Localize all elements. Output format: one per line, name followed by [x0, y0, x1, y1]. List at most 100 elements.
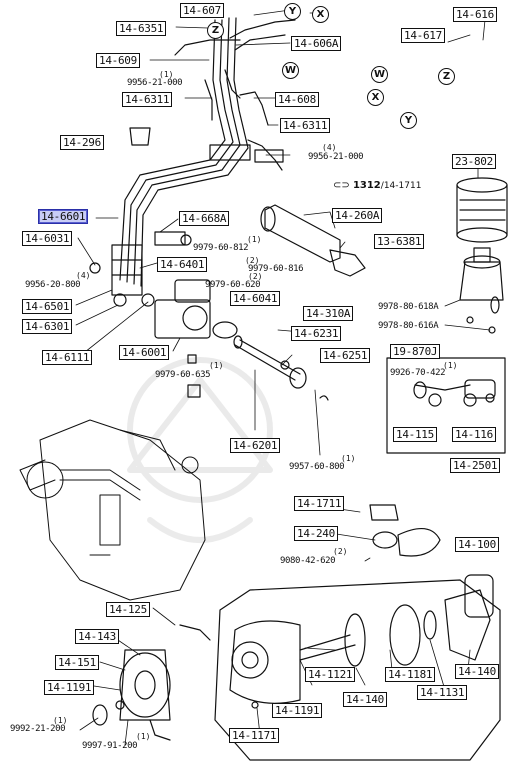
part-label-14-6201[interactable]: 14-6201	[230, 438, 281, 453]
connector-marker-x-right: X	[367, 89, 384, 106]
filter-adapter	[459, 247, 504, 334]
part-label-14-6501[interactable]: 14-6501	[22, 299, 73, 314]
part-label-14-6301[interactable]: 14-6301	[22, 319, 73, 334]
connector-marker-w: W	[282, 62, 299, 79]
fuel-return-pipes	[174, 19, 296, 126]
part-label-14-617[interactable]: 14-617	[401, 28, 445, 43]
part-label-14-6311-upper[interactable]: 14-6311	[122, 92, 173, 107]
injection-pump	[141, 279, 238, 398]
part-number-9979-60-812: 9979-60-812	[193, 243, 249, 253]
part-label-14-115[interactable]: 14-115	[393, 427, 437, 442]
cross-reference-suffix: /14-1711	[380, 181, 422, 191]
part-label-14-609[interactable]: 14-609	[96, 53, 140, 68]
part-number-9978-80-618A: 9978-80-618A	[378, 302, 439, 312]
part-number-9956-20-800: 9956-20-800	[25, 280, 81, 290]
part-number-9978-80-616A: 9978-80-616A	[378, 321, 439, 331]
watermark-emblem	[127, 357, 273, 543]
part-number-9979-60-816: 9979-60-816	[248, 264, 304, 274]
part-label-14-6001[interactable]: 14-6001	[119, 345, 170, 360]
part-number-9956-21-000-top: 9956-21-000	[127, 78, 183, 88]
connector-marker-z: Z	[207, 22, 224, 39]
quantity-note: (1)	[136, 732, 151, 741]
drive-shaft	[233, 335, 329, 401]
part-number-9926-70-422: 9926-70-422	[390, 368, 446, 378]
part-label-14-143[interactable]: 14-143	[75, 629, 119, 644]
quantity-note: (4)	[322, 143, 337, 152]
oil-filter	[456, 177, 508, 243]
part-label-14-1191-left[interactable]: 14-1191	[44, 680, 95, 695]
part-label-14-1181[interactable]: 14-1181	[385, 667, 436, 682]
oil-pump-exploded	[179, 574, 501, 761]
connector-marker-y-right: Y	[400, 112, 417, 129]
part-label-14-1171[interactable]: 14-1171	[229, 728, 280, 743]
connector-marker-w-right: W	[371, 66, 388, 83]
part-number-9979-60-635: 9979-60-635	[155, 370, 211, 380]
part-label-14-1121[interactable]: 14-1121	[305, 667, 356, 682]
part-label-14-6251[interactable]: 14-6251	[320, 348, 371, 363]
quantity-note: (1)	[209, 361, 224, 370]
quantity-note: (1)	[159, 70, 174, 79]
part-number-9957-60-800: 9957-60-800	[289, 462, 345, 472]
part-label-14-1131[interactable]: 14-1131	[417, 685, 468, 700]
quantity-note: (4)	[76, 271, 91, 280]
engine-block-sketch	[19, 419, 206, 601]
injector-cluster	[89, 244, 143, 307]
quantity-note: (2)	[245, 256, 260, 265]
quantity-note: (2)	[248, 272, 263, 281]
part-label-14-6111[interactable]: 14-6111	[42, 350, 93, 365]
leader-lines	[75, 9, 491, 746]
part-number-9997-91-200: 9997-91-200	[82, 741, 138, 751]
part-label-14-240[interactable]: 14-240	[294, 526, 338, 541]
part-label-14-1191-center[interactable]: 14-1191	[272, 703, 323, 718]
part-label-14-140-right[interactable]: 14-140	[455, 664, 499, 679]
part-label-14-125[interactable]: 14-125	[106, 602, 150, 617]
pipe-clamps	[129, 127, 284, 163]
injection-pipes	[119, 17, 283, 287]
connector-marker-x: X	[312, 6, 329, 23]
connector-marker-z-right: Z	[438, 68, 455, 85]
part-label-14-6351[interactable]: 14-6351	[116, 21, 167, 36]
part-label-14-668A[interactable]: 14-668A	[179, 211, 230, 226]
part-label-14-6041[interactable]: 14-6041	[230, 291, 281, 306]
quantity-note: (1)	[443, 361, 458, 370]
cross-reference-number: 1312	[352, 180, 381, 191]
oil-pressure-switch-set	[386, 357, 506, 454]
part-number-9979-60-620: 9979-60-620	[205, 280, 261, 290]
part-label-14-616[interactable]: 14-616	[453, 7, 497, 22]
intake-pipe	[154, 204, 366, 277]
part-label-14-6231[interactable]: 14-6231	[291, 326, 342, 341]
crank-pulley	[92, 649, 171, 741]
part-label-14-260A[interactable]: 14-260A	[332, 208, 383, 223]
part-label-13-6381[interactable]: 13-6381	[374, 234, 425, 249]
part-label-14-6601-highlighted[interactable]: 14-6601	[38, 209, 89, 224]
part-label-14-606A[interactable]: 14-606A	[291, 36, 342, 51]
part-label-14-2501[interactable]: 14-2501	[450, 458, 501, 473]
part-label-14-151[interactable]: 14-151	[55, 655, 99, 670]
part-label-23-802[interactable]: 23-802	[452, 154, 496, 169]
part-label-14-6031[interactable]: 14-6031	[22, 231, 73, 246]
oil-strainer	[369, 504, 441, 557]
quantity-note: (1)	[53, 716, 68, 725]
connector-marker-y: Y	[284, 3, 301, 20]
part-label-14-296[interactable]: 14-296	[60, 135, 104, 150]
part-number-9956-21-000-right: 9956-21-000	[308, 152, 364, 162]
part-label-14-140-center[interactable]: 14-140	[343, 692, 387, 707]
cross-reference-arrow-icon: ⊂⊃	[333, 180, 353, 191]
part-label-14-608[interactable]: 14-608	[275, 92, 319, 107]
quantity-note: (2)	[333, 547, 348, 556]
cross-reference[interactable]: ⊂⊃ 1312/14-1711	[333, 180, 421, 191]
quantity-note: (1)	[247, 235, 262, 244]
part-label-14-100[interactable]: 14-100	[455, 537, 499, 552]
part-label-14-310A[interactable]: 14-310A	[303, 306, 354, 321]
part-number-9992-21-200: 9992-21-200	[10, 724, 66, 734]
part-number-9080-42-620: 9080-42-620	[280, 556, 336, 566]
part-label-14-6311-lower[interactable]: 14-6311	[280, 118, 331, 133]
quantity-note: (1)	[341, 454, 356, 463]
part-label-14-6401[interactable]: 14-6401	[157, 257, 208, 272]
part-label-14-1711[interactable]: 14-1711	[294, 496, 345, 511]
part-label-14-607[interactable]: 14-607	[180, 3, 224, 18]
part-label-19-870J[interactable]: 19-870J	[390, 344, 441, 359]
part-label-14-116[interactable]: 14-116	[452, 427, 496, 442]
